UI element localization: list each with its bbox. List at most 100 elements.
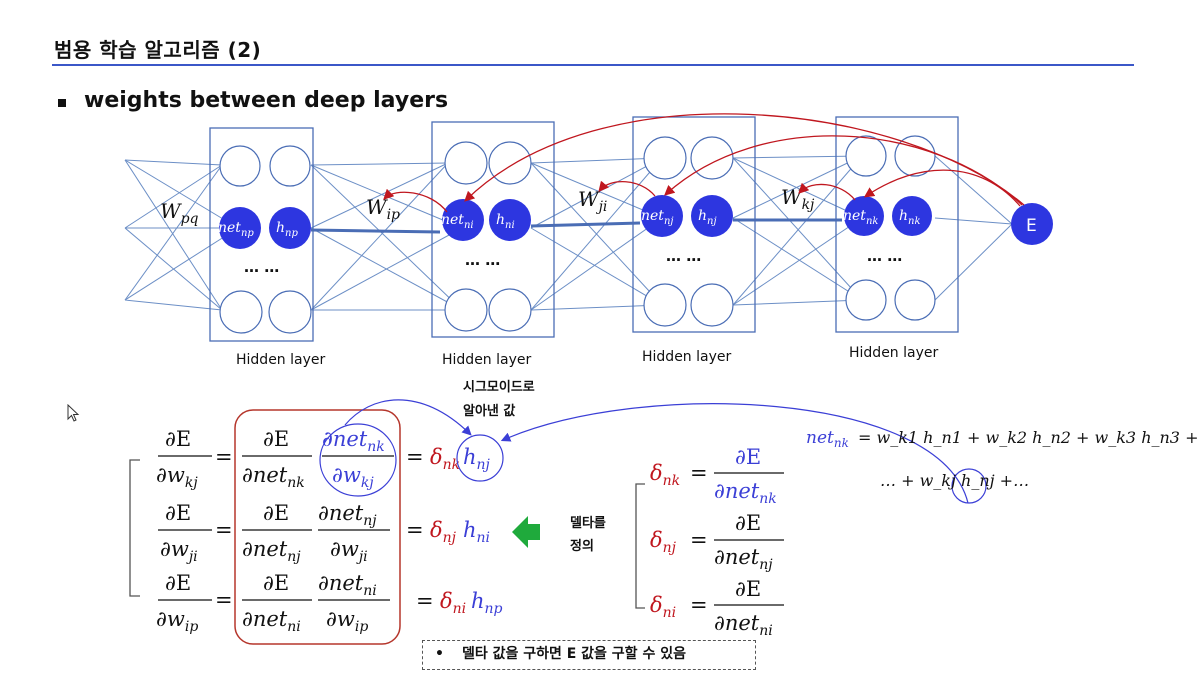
- net-nk-label: netnk: [843, 208, 878, 227]
- definition-bracket: [635, 483, 645, 609]
- local-arrow-kj: [798, 182, 856, 201]
- h-nk-label: hnk: [899, 208, 921, 227]
- eq2-delta: δnj: [430, 518, 457, 546]
- layer1-dots: … …: [244, 258, 279, 276]
- net-formula-line2: … + w_kj h_nj +…: [880, 471, 1029, 490]
- svg-text:=: =: [690, 461, 708, 485]
- eq3-delta: δni: [440, 589, 466, 617]
- mouse-cursor-icon: [67, 404, 80, 422]
- weight-label-kj: Wkj: [781, 185, 815, 213]
- h-node-np: [269, 207, 311, 249]
- weight-label-ji: Wji: [578, 187, 607, 215]
- link-arrow-sigmoid: [344, 399, 472, 436]
- neuron: [643, 136, 687, 180]
- def3-delta: δni: [650, 593, 676, 621]
- svg-text:=: =: [406, 445, 424, 469]
- note-text: 델타 값을 구하면 E 값을 구할 수 있음: [461, 646, 686, 662]
- chain-rule-box: [234, 409, 401, 645]
- neuron: [690, 136, 734, 180]
- h-node-ni: [489, 199, 531, 241]
- net-formula: netnk = w_k1 h_n1 + w_k2 h_n2 + w_k3 h_n…: [806, 428, 1198, 490]
- annotation-line2: 알아낸 값: [463, 403, 515, 419]
- net-node-nj: [641, 195, 683, 237]
- hidden-layer-box-2: [431, 121, 555, 338]
- page-title: 범용 학습 알고리즘 (2): [54, 38, 262, 62]
- highlight-circle-h-nj: [456, 434, 504, 482]
- svg-text:=: =: [416, 589, 434, 613]
- delta-label-line2: 정의: [570, 538, 594, 554]
- neuron: [845, 135, 887, 177]
- delta-definitions: δnk = ∂E ∂netnk δnj = ∂E ∂netnj δni = ∂E…: [650, 445, 784, 639]
- def1-den: ∂netnk: [714, 479, 777, 507]
- h-ni-label: hni: [496, 212, 515, 231]
- summary-note: • 델타 값을 구하면 E 값을 구할 수 있음: [422, 640, 756, 670]
- highlight-circle-dnet-dw: [319, 423, 397, 497]
- def3-den: ∂netni: [714, 611, 773, 639]
- svg-text:=: =: [690, 593, 708, 617]
- eq3-den: ∂wip: [156, 607, 198, 635]
- svg-text:=: =: [406, 518, 424, 542]
- hidden-layer-caption-4: Hidden layer: [849, 345, 938, 361]
- eq3-num: ∂E: [165, 571, 191, 595]
- eq1-num2: ∂netnk: [322, 427, 385, 455]
- neuron: [219, 145, 261, 187]
- neuron: [894, 279, 936, 321]
- svg-text:=: =: [690, 528, 708, 552]
- eq2-h: hni: [463, 518, 490, 546]
- error-node: [1011, 203, 1053, 245]
- layer3-dots: … …: [666, 247, 701, 265]
- def1-num: ∂E: [735, 445, 761, 469]
- neuron: [268, 290, 312, 334]
- bullet-marker: [58, 99, 66, 107]
- highlight-circle-formula-h-nj: [951, 468, 987, 504]
- h-np-label: hnp: [276, 220, 298, 239]
- neuron: [269, 145, 311, 187]
- net-ni-label: netni: [441, 212, 474, 231]
- eq3-num2: ∂netni: [318, 571, 377, 599]
- eq1-h: hnj: [463, 445, 491, 473]
- neuron: [488, 141, 532, 185]
- neuron: [444, 288, 488, 332]
- backprop-arrow-e-nj: [664, 135, 1023, 206]
- hidden-layer-caption-2: Hidden layer: [442, 352, 531, 368]
- highlight-path: [310, 218, 842, 234]
- neuron: [219, 290, 263, 334]
- svg-text:=: =: [215, 518, 233, 542]
- title-divider: [52, 64, 1134, 66]
- hidden-layer-caption-3: Hidden layer: [642, 349, 731, 365]
- net-node-np: [219, 207, 261, 249]
- def3-num: ∂E: [735, 577, 761, 601]
- eq3-den1: ∂netni: [242, 607, 301, 635]
- eq3-h: hnp: [471, 589, 503, 617]
- eq2-den2: ∂wji: [330, 537, 368, 565]
- eq2-num: ∂E: [165, 501, 191, 525]
- eq1-delta: δnk: [430, 445, 460, 473]
- local-arrow-ip: [383, 188, 448, 213]
- hidden-layer-box-3: [632, 116, 756, 333]
- net-nj-label: netnj: [641, 208, 673, 227]
- def2-den: ∂netnj: [714, 545, 773, 573]
- link-arrow-formula: [500, 403, 969, 504]
- eq2-num2: ∂netnj: [318, 501, 377, 529]
- eq2-den1: ∂netnj: [242, 537, 301, 565]
- eq1-num1: ∂E: [263, 427, 289, 451]
- error-node-label: E: [1026, 216, 1037, 236]
- eq1-den1: ∂netnk: [242, 463, 305, 491]
- net-formula-line1: = w_k1 h_n1 + w_k2 h_n2 + w_k3 h_n3 +: [858, 428, 1198, 447]
- hidden-layer-box-1: [209, 127, 314, 342]
- def1-delta: δnk: [650, 461, 680, 489]
- net-np-label: netnp: [218, 220, 254, 239]
- neuron: [845, 279, 887, 321]
- weight-label-pq: Wpq: [160, 199, 199, 227]
- neuron: [488, 288, 532, 332]
- backprop-arrow-e-ni: [464, 113, 1025, 206]
- equation-bracket: [129, 459, 140, 597]
- note-bullet: •: [435, 646, 444, 662]
- equations: ∂E ∂wkj = ∂E ∂netnk ∂netnk ∂wkj = δnk hn…: [156, 427, 503, 635]
- eq3-den2: ∂wip: [326, 607, 368, 635]
- backprop-arrow-e-nk: [863, 169, 1021, 207]
- def2-num: ∂E: [735, 511, 761, 535]
- eq2-den: ∂wji: [160, 537, 198, 565]
- h-node-nj: [691, 195, 733, 237]
